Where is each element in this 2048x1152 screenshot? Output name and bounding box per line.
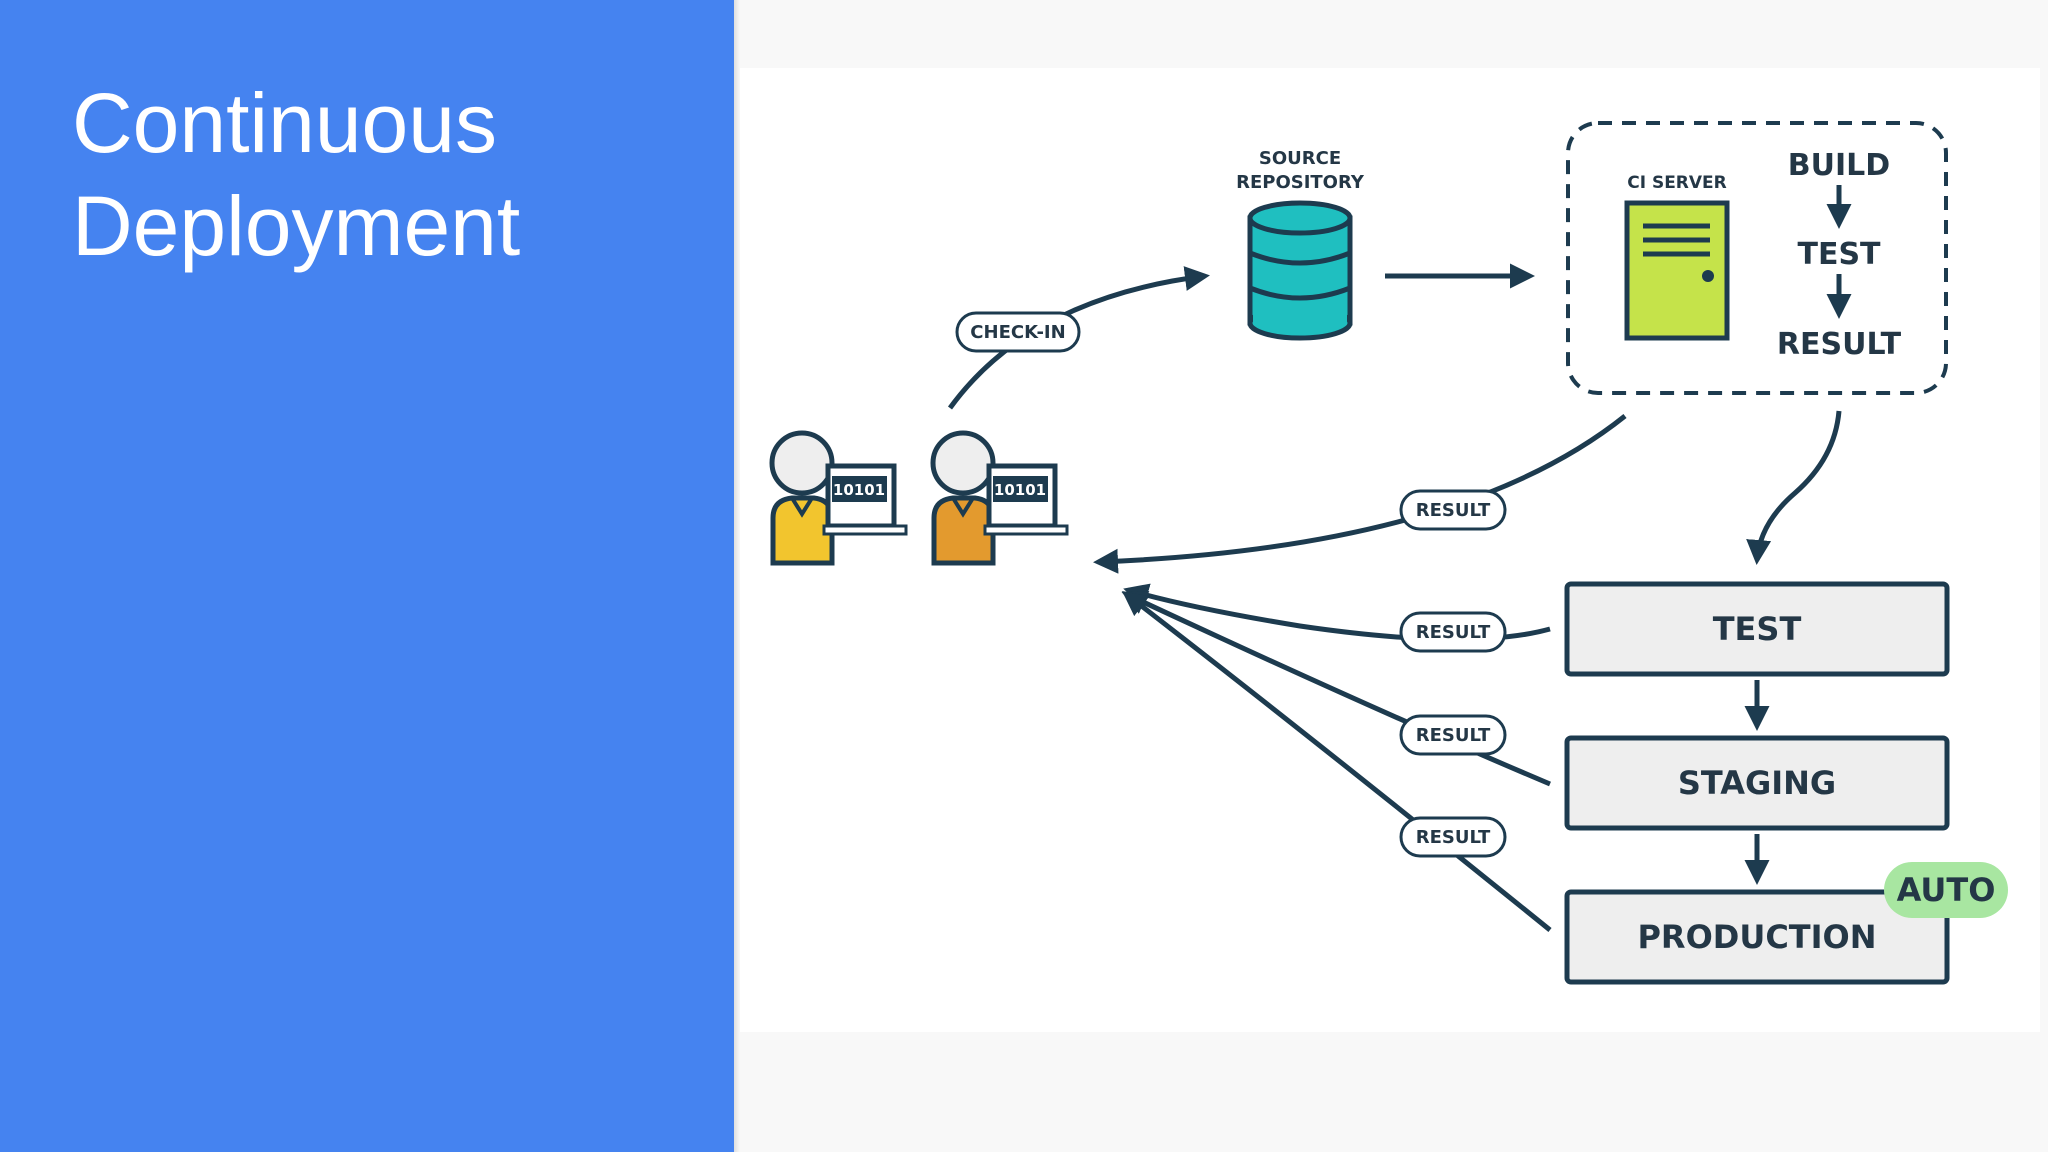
staging-result-arrow: [1121, 591, 1551, 787]
ci-to-test-arrow: [1746, 410, 1842, 565]
title-panel: Continuous Deployment: [0, 0, 734, 1152]
production-result-label: RESULT: [1416, 827, 1491, 848]
source-repository-label-line-2: REPOSITORY: [1236, 172, 1365, 193]
check-in-pill: CHECK-IN: [955, 311, 1081, 353]
test-result-label: RESULT: [1416, 622, 1491, 643]
ci-result-arrow: [1093, 414, 1627, 574]
slide-title: Continuous Deployment: [72, 72, 520, 278]
stage-production: PRODUCTION: [1564, 889, 1950, 985]
laptop-code-label-2: 10101: [994, 481, 1046, 499]
stage-production-label: PRODUCTION: [1637, 918, 1876, 956]
laptop-code-label-1: 10101: [833, 481, 885, 499]
auto-badge-label: AUTO: [1897, 871, 1996, 909]
stage-test: TEST: [1564, 581, 1950, 677]
production-result-arrow: [1122, 590, 1552, 932]
slide-title-line-2: Deployment: [72, 179, 521, 273]
developer-2-icon: 10101: [930, 430, 1069, 566]
production-result-pill: RESULT: [1399, 816, 1507, 858]
ci-server-icon: [1624, 200, 1730, 341]
auto-badge: AUTO: [1884, 862, 2008, 918]
ci-server-label: CI SERVER: [1627, 173, 1727, 193]
ci-result-pill: RESULT: [1399, 489, 1507, 531]
stage-staging: STAGING: [1564, 735, 1950, 831]
continuous-deployment-diagram: 10101 10101 CHECK-IN SOURCE REPOSITORY C…: [769, 121, 2008, 985]
ci-result-label: RESULT: [1416, 500, 1491, 521]
stage-test-label: TEST: [1713, 610, 1802, 648]
developer-1-icon: 10101: [769, 430, 908, 566]
ci-server-box: [1566, 121, 1948, 395]
source-repository-label-line-1: SOURCE: [1259, 148, 1341, 169]
panel-shadow: [734, 0, 740, 1152]
test-result-pill: RESULT: [1399, 611, 1507, 653]
stage-staging-label: STAGING: [1678, 764, 1836, 802]
database-icon: [1247, 200, 1353, 341]
staging-result-label: RESULT: [1416, 725, 1491, 746]
slide-title-line-1: Continuous: [72, 76, 497, 170]
diagram-card: 10101 10101 CHECK-IN SOURCE REPOSITORY C…: [740, 68, 2040, 1032]
ci-step-result: RESULT: [1777, 327, 1902, 362]
staging-result-pill: RESULT: [1399, 714, 1507, 756]
ci-step-build: BUILD: [1788, 148, 1890, 183]
ci-step-test: TEST: [1797, 237, 1881, 272]
check-in-label: CHECK-IN: [970, 322, 1065, 343]
